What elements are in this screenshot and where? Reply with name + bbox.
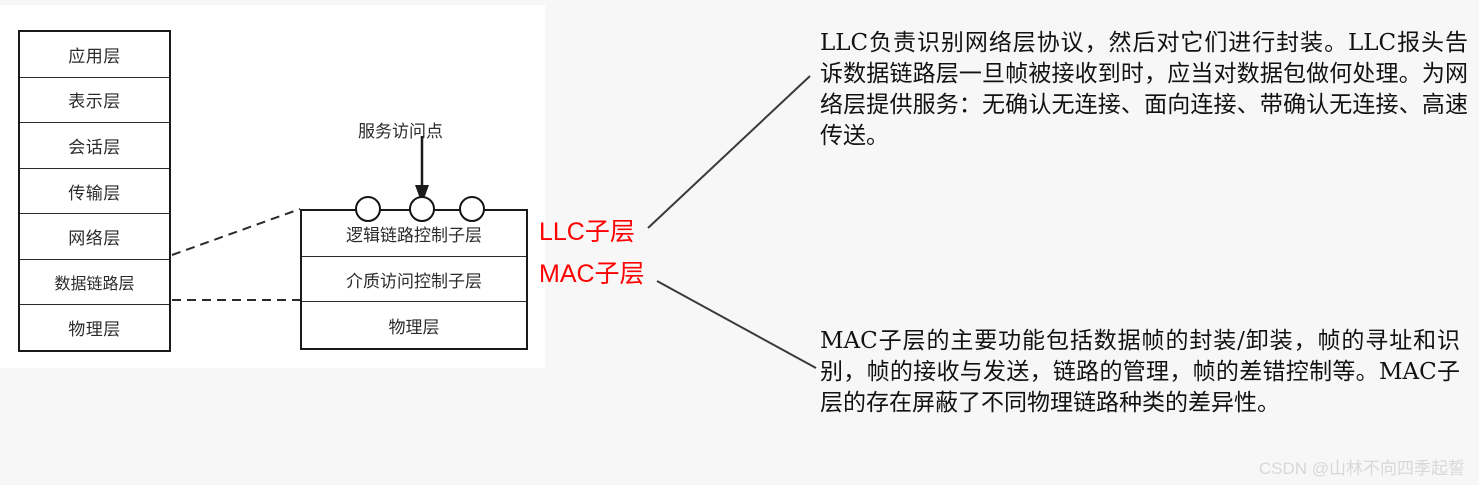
- sublayer-row-llc: 逻辑链路控制子层: [302, 211, 526, 257]
- csdn-watermark: CSDN @山林不向四季起誓: [1258, 459, 1465, 478]
- sublayer-label: 介质访问控制子层: [346, 271, 482, 292]
- osi-layer-stack: 应用层 表示层 会话层 传输层 网络层 数据链路层 物理层: [18, 30, 171, 352]
- osi-layer-label: 数据链路层: [54, 274, 135, 294]
- osi-layer-label: 网络层: [68, 229, 121, 250]
- llc-leader-line: [647, 75, 811, 229]
- sap-circle-icon: [355, 196, 381, 222]
- sap-circle-icon: [409, 196, 435, 222]
- osi-layer-label: 表示层: [68, 92, 121, 113]
- mac-sublayer-callout: MAC子层: [539, 260, 645, 288]
- sap-arrow-head: [415, 185, 429, 204]
- sap-circle-icon: [459, 196, 485, 222]
- llc-sublayer-callout: LLC子层: [539, 218, 635, 246]
- mac-description-text: MAC子层的主要功能包括数据帧的封装/卸装，帧的寻址和识别，帧的接收与发送，链路…: [820, 328, 1460, 416]
- osi-layer-row: 表示层: [20, 78, 169, 124]
- osi-layer-label: 会话层: [68, 137, 121, 158]
- sap-label: 服务访问点: [358, 122, 443, 142]
- osi-layer-row: 网络层: [20, 214, 169, 260]
- sublayer-row-physical: 物理层: [302, 302, 526, 348]
- sublayer-row-mac: 介质访问控制子层: [302, 257, 526, 302]
- llc-description-text: LLC负责识别网络层协议，然后对它们进行封装。LLC报头告诉数据链路层一旦帧被接…: [820, 30, 1468, 149]
- sublayer-label: 逻辑链路控制子层: [346, 226, 482, 246]
- osi-layer-label: 传输层: [68, 183, 121, 204]
- data-link-detail-box: 逻辑链路控制子层 介质访问控制子层 物理层: [300, 209, 528, 350]
- osi-layer-label: 物理层: [68, 320, 121, 341]
- osi-layer-row: 传输层: [20, 169, 169, 215]
- sublayer-label: 物理层: [388, 317, 440, 338]
- osi-layer-row: 应用层: [20, 32, 169, 78]
- osi-layer-row: 物理层: [20, 305, 169, 350]
- figure-panel: 应用层 表示层 会话层 传输层 网络层 数据链路层 物理层: [0, 5, 545, 368]
- osi-layer-row: 会话层: [20, 123, 169, 169]
- dashed-guide-upper: [171, 208, 301, 256]
- figure-guide-lines: [171, 136, 429, 301]
- osi-layer-label: 应用层: [68, 46, 121, 67]
- osi-layer-row-data-link: 数据链路层: [20, 260, 169, 306]
- mac-leader-line: [656, 280, 817, 369]
